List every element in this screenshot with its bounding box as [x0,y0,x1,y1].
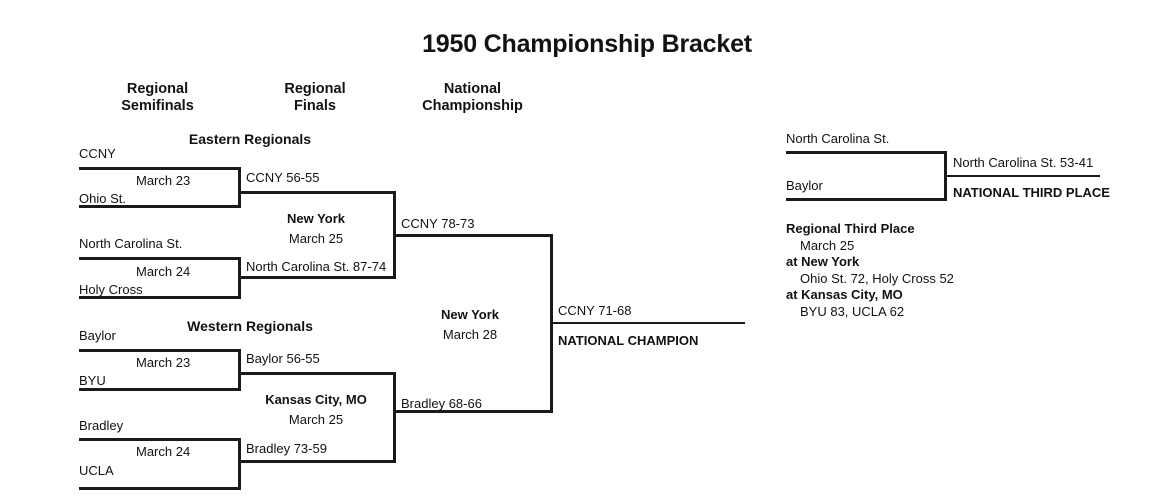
site-east-final: New York [286,211,346,226]
result-east-final: CCNY 78-73 [401,216,475,231]
seed-ohio-st: Ohio St. [79,191,126,206]
column-header-line2: Championship [422,98,523,114]
date-west-game2: March 24 [136,444,191,459]
column-header-regional-finals: Regional Finals [255,81,375,115]
bracket-line-third-place-result [944,175,1100,177]
seed-ucla: UCLA [79,463,114,478]
date-championship: March 28 [442,327,498,342]
seed-byu: BYU [79,373,106,388]
bracket-line-champion [550,322,745,324]
column-header-line2: Semifinals [121,98,194,114]
bracket-line-west-final-top [238,372,396,375]
column-header-line2: Finals [294,98,336,114]
bracket-connector-east-game1 [238,167,241,208]
bracket-line-east-final-top [238,191,396,194]
column-header-regional-semifinals: Regional Semifinals [95,81,220,115]
region-header-western: Western Regionals [187,318,313,334]
column-header-line1: Regional [284,81,346,97]
bracket-connector-west-game1 [238,349,241,391]
third-place-team-bottom: Baylor [786,178,823,193]
caption-national-champion: NATIONAL CHAMPION [558,333,699,348]
result-championship: CCNY 71-68 [558,303,632,318]
bracket-line-west-final-bottom [238,460,396,463]
bracket-line-east-final-bottom [238,276,396,279]
date-east-game1: March 23 [136,173,191,188]
page-title: 1950 Championship Bracket [422,30,752,58]
bracket-line-ccny [79,167,240,170]
bracket-line-third-place-top [786,151,947,154]
bracket-connector-west-game2 [238,438,241,490]
result-east-game2: North Carolina St. 87-74 [246,259,387,274]
site-championship: New York [440,307,500,322]
third-place-team-top: North Carolina St. [786,131,890,146]
column-header-national-championship: National Championship [405,81,540,115]
result-east-game1: CCNY 56-55 [246,170,320,185]
regional-third-place-date: March 25 [800,237,855,253]
date-east-game2: March 24 [136,264,191,279]
regional-third-place-heading: Regional Third Place [786,221,915,236]
regional-third-place-site-1: at New York [786,254,860,269]
date-east-final: March 25 [288,231,344,246]
bracket-line-ucla [79,487,240,490]
column-header-line1: National [443,81,502,97]
bracket-line-bradley [79,438,240,441]
bracket-line-ohio-st [79,205,240,208]
caption-national-third-place: NATIONAL THIRD PLACE [953,185,1110,200]
result-third-place: North Carolina St. 53-41 [953,155,1094,170]
regional-third-place-score-2: BYU 83, UCLA 62 [800,303,905,319]
result-west-game1: Baylor 56-55 [246,351,320,366]
result-west-final: Bradley 68-66 [401,396,482,411]
column-header-line1: Regional [126,81,189,97]
bracket-connector-west-final [393,372,396,462]
date-west-game1: March 23 [136,355,191,370]
bracket-line-championship-top [393,234,553,237]
bracket-line-championship-bottom [393,410,553,413]
seed-baylor: Baylor [79,328,116,343]
regional-third-place-site-2: at Kansas City, MO [786,287,903,302]
regional-third-place-block: Regional Third Place March 25 at New Yor… [786,221,954,320]
regional-third-place-score-1: Ohio St. 72, Holy Cross 52 [800,270,954,286]
seed-bradley: Bradley [79,418,124,433]
seed-holy-cross: Holy Cross [79,282,143,297]
seed-north-carolina-st: North Carolina St. [79,236,183,251]
bracket-line-baylor [79,349,240,352]
region-header-eastern: Eastern Regionals [188,131,312,147]
bracket-line-holy-cross [79,296,240,299]
bracket-line-byu [79,388,240,391]
result-west-game2: Bradley 73-59 [246,441,327,456]
bracket-line-north-carolina-st [79,257,240,260]
bracket-line-third-place-bottom [786,198,947,201]
site-west-final: Kansas City, MO [265,392,367,407]
date-west-final: March 25 [288,412,344,427]
seed-ccny: CCNY [79,146,116,161]
